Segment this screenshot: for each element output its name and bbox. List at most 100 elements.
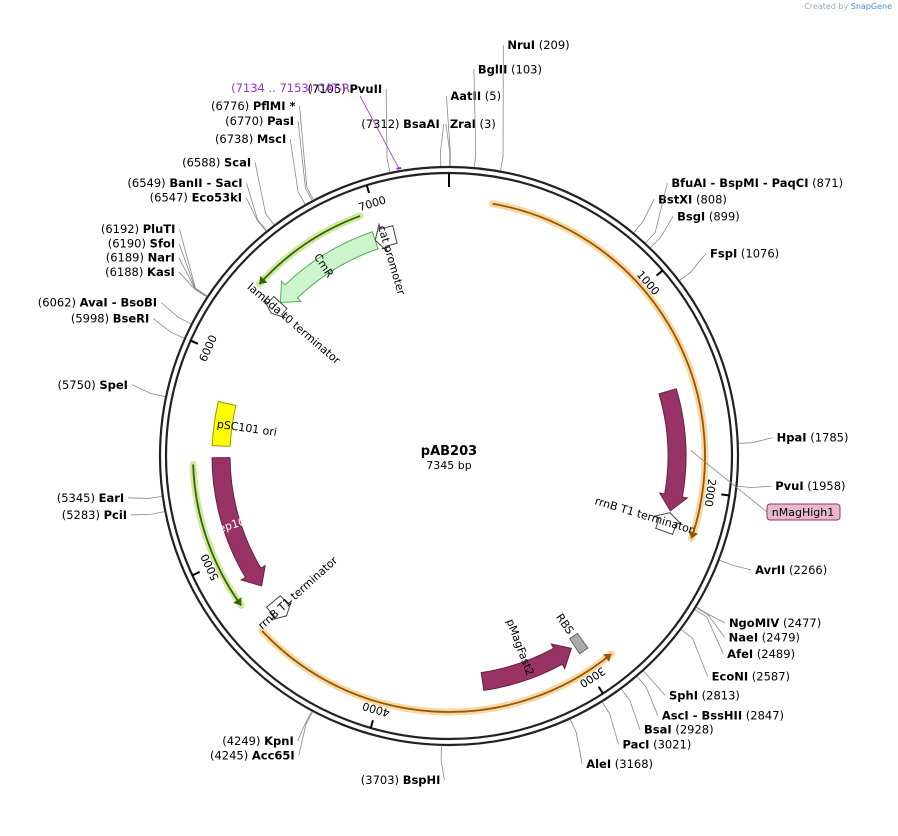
site-position-32: (6547) <box>150 191 188 205</box>
site-name-1: AatII <box>450 89 481 103</box>
site-name-38: PvuII <box>349 82 382 96</box>
site-label-14: EcoNI (2587) <box>712 669 790 683</box>
site-name-13: AfeI <box>727 647 753 661</box>
site-name-12: NaeI <box>729 630 758 644</box>
site-line-27 <box>160 302 192 325</box>
site-line-20 <box>440 745 445 780</box>
site-name-23: PciI <box>104 508 127 522</box>
site-name-32: Eco53kI <box>192 191 243 205</box>
site-name-37: PflMI * <box>253 99 296 113</box>
site-line-36 <box>297 120 313 201</box>
feature-pmagfast2-9 <box>480 643 573 691</box>
site-label-34: (6588) ScaI <box>182 155 251 169</box>
primer-label: (7134 .. 7153) CAT-R <box>231 81 350 95</box>
site-position-14: (2587) <box>752 669 790 683</box>
site-position-7: (1076) <box>741 246 779 260</box>
site-position-35: (6738) <box>215 132 253 146</box>
site-label-23: (5283) PciI <box>62 508 127 522</box>
site-line-22 <box>298 711 313 756</box>
site-line-11 <box>696 606 726 624</box>
site-name-3: NruI <box>507 38 535 52</box>
feature-rrnb-t1-terminator-5 <box>265 595 293 621</box>
site-position-37: (6776) <box>211 99 249 113</box>
site-name-4: BstXI <box>658 192 692 206</box>
site-name-9: PvuI <box>775 479 803 493</box>
guide-arc-0 <box>492 202 706 539</box>
site-position-15: (2813) <box>702 688 740 702</box>
feature-label-1: cat promoter <box>375 224 408 297</box>
site-position-25: (5750) <box>57 378 95 392</box>
site-label-38: (7105) PvuII <box>308 82 383 96</box>
site-name-27: AvaI - BsoBI <box>80 295 157 309</box>
site-label-37: (6776) PflMI * <box>211 99 296 113</box>
site-label-0: ZraI (3) <box>450 117 496 131</box>
site-label-19: AleI (3168) <box>586 757 653 771</box>
site-position-16: (2847) <box>746 709 784 723</box>
site-name-35: MscI <box>257 132 286 146</box>
site-position-8: (1785) <box>810 431 848 445</box>
site-name-19: AleI <box>586 757 611 771</box>
site-line-9 <box>737 485 772 489</box>
site-position-33: (6549) <box>127 176 165 190</box>
feature-label-7: nMagHigh1 <box>772 506 834 519</box>
site-name-6: BsgI <box>677 209 705 223</box>
primer-line <box>359 95 400 169</box>
snapgene-credit: Created by SnapGene <box>804 2 892 11</box>
guide-arc-2 <box>192 464 242 606</box>
site-position-29: (6189) <box>106 251 144 265</box>
site-position-9: (1958) <box>807 479 845 493</box>
site-label-20: (3703) BspHI <box>361 773 441 787</box>
credit-prefix: Created by <box>804 2 849 11</box>
site-line-21 <box>297 711 313 742</box>
tick-mark-6000 <box>190 339 199 345</box>
tick-mark-2000 <box>721 493 730 497</box>
feature-cat-promoter-1 <box>374 222 398 253</box>
site-position-10: (2266) <box>789 563 827 577</box>
tick-mark-7000 <box>365 184 370 194</box>
site-position-34: (6588) <box>182 155 220 169</box>
site-position-17: (2928) <box>675 723 713 737</box>
site-name-20: BspHI <box>403 773 441 787</box>
feature-cmr-0 <box>279 231 379 304</box>
site-name-0: ZraI <box>450 117 476 131</box>
site-label-32: (6547) Eco53kI <box>150 191 242 205</box>
site-line-19 <box>569 719 583 765</box>
site-line-4 <box>633 199 655 233</box>
site-label-30: (6190) SfoI <box>108 236 175 250</box>
feature-nmaghigh1-7 <box>658 388 689 512</box>
site-name-14: EcoNI <box>712 669 748 683</box>
site-name-28: KasI <box>147 265 175 279</box>
site-label-39: (7312) BsaAI <box>361 117 439 131</box>
feature-rep101-4 <box>211 457 266 587</box>
site-position-19: (3168) <box>615 757 653 771</box>
site-name-33: BanII - SacI <box>169 176 242 190</box>
site-line-5 <box>645 182 668 244</box>
tick-mark-1000 <box>655 269 664 277</box>
site-name-25: SpeI <box>99 378 128 392</box>
site-label-18: PacI (3021) <box>622 737 691 751</box>
site-line-26 <box>153 318 185 339</box>
site-position-18: (3021) <box>653 737 691 751</box>
site-position-0: (3) <box>480 117 496 131</box>
site-label-9: PvuI (1958) <box>775 479 845 493</box>
site-line-18 <box>602 701 619 745</box>
site-name-10: AvrII <box>755 563 785 577</box>
site-label-16: AscI - BssHII (2847) <box>662 709 784 723</box>
site-position-21: (4249) <box>222 734 260 748</box>
site-position-38: (7105) <box>308 82 346 96</box>
site-label-11: NgoMIV (2477) <box>729 616 821 630</box>
site-label-1: AatII (5) <box>450 89 501 103</box>
site-position-4: (808) <box>696 192 727 206</box>
site-position-31: (6192) <box>101 222 139 236</box>
feature-lambda-t0-terminator-2 <box>263 295 288 319</box>
site-name-30: SfoI <box>150 236 175 250</box>
site-label-8: HpaI (1785) <box>777 431 849 445</box>
site-line-38 <box>385 88 391 173</box>
site-name-39: BsaAI <box>403 117 440 131</box>
site-line-0 <box>445 123 451 167</box>
feature-callout-line-7 <box>690 450 768 513</box>
site-name-22: Acc65I <box>252 748 295 762</box>
site-line-7 <box>679 253 707 281</box>
site-position-22: (4245) <box>210 748 248 762</box>
